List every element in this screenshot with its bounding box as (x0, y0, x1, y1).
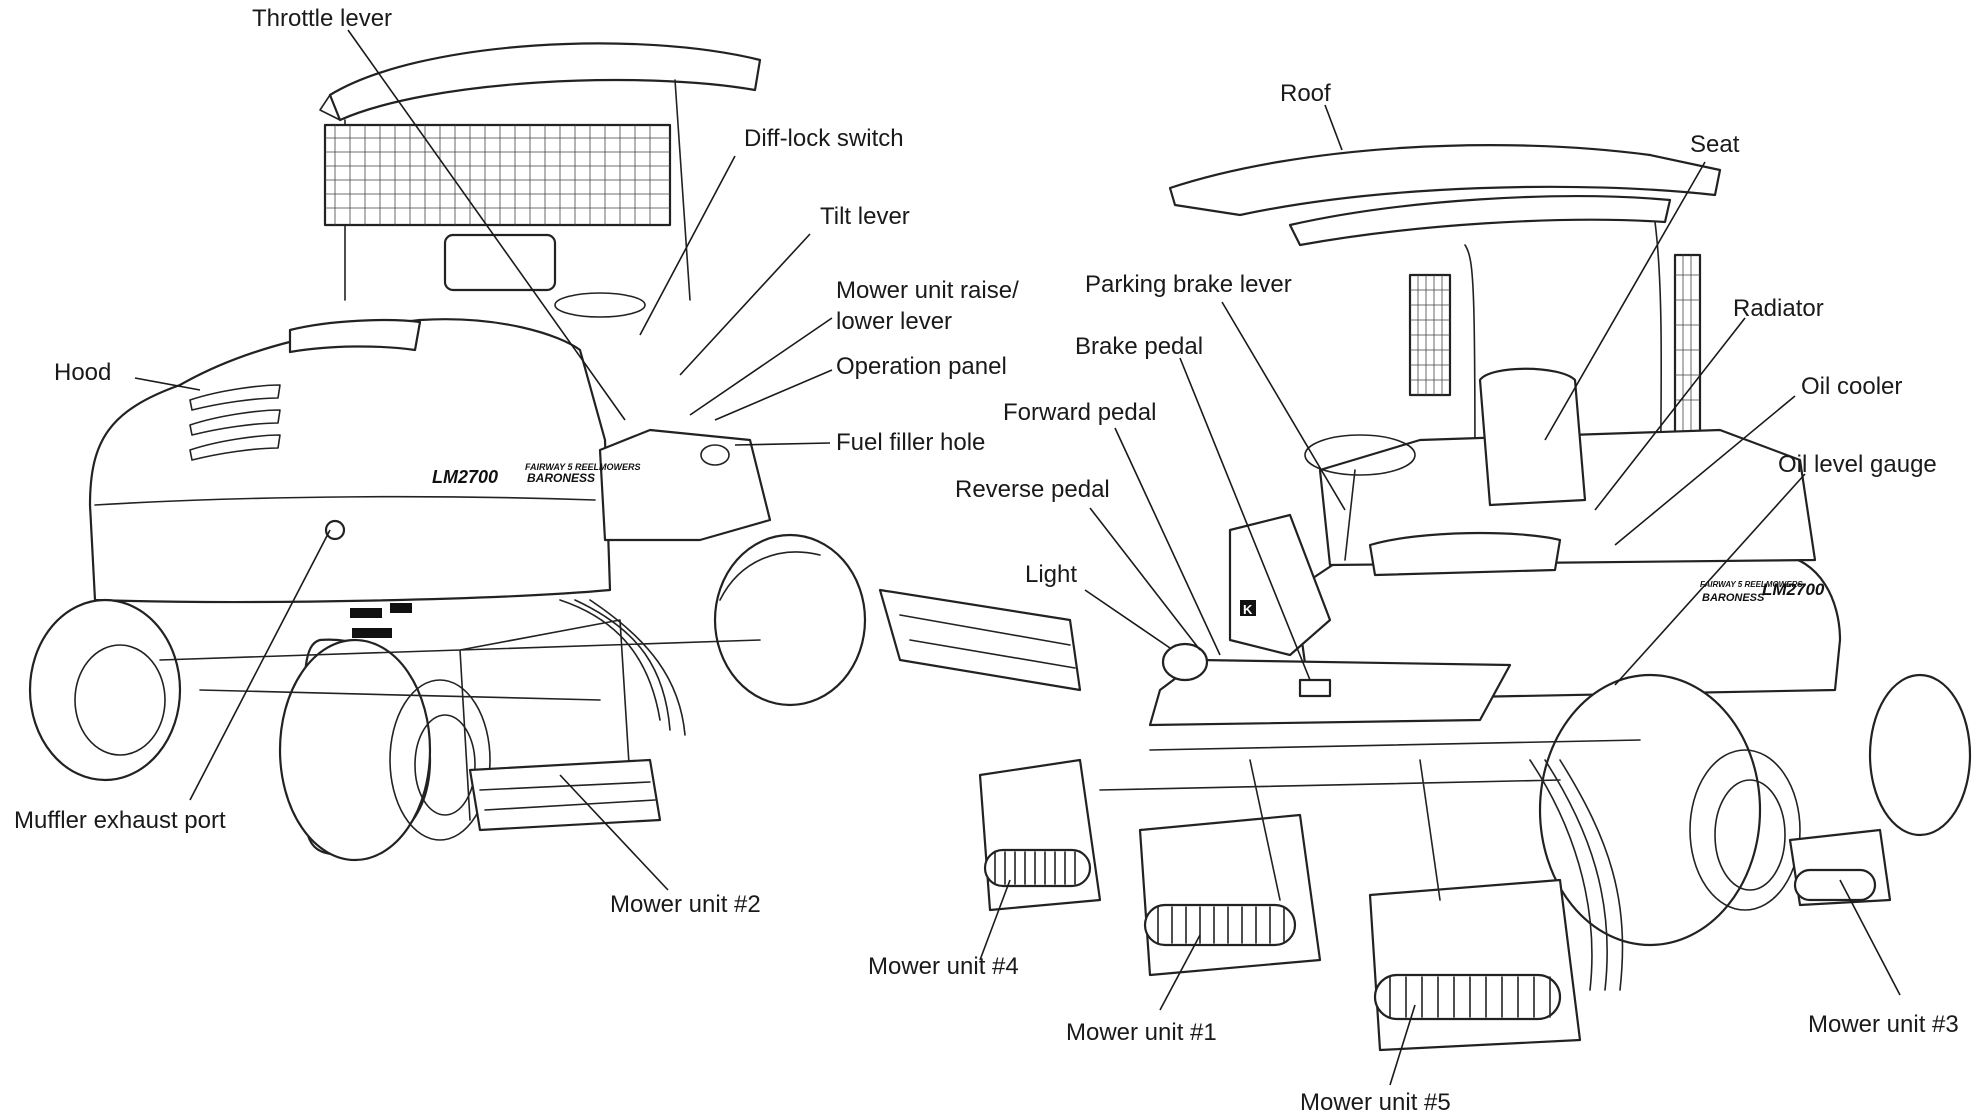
label-forward-pedal: Forward pedal (1003, 399, 1157, 426)
label-mower-unit-2: Mower unit #2 (610, 891, 761, 918)
label-mower-raise-lower-line2: lower lever (836, 308, 953, 335)
badge-decal: K (1243, 602, 1253, 617)
right-model-decal: LM2700 (1762, 580, 1825, 599)
label-muffler-exhaust-port: Muffler exhaust port (14, 807, 226, 834)
label-operation-panel: Operation panel (836, 353, 1007, 380)
label-roof: Roof (1280, 80, 1331, 107)
label-mower-unit-1: Mower unit #1 (1066, 1019, 1217, 1046)
label-parking-brake-lever: Parking brake lever (1085, 271, 1292, 298)
label-oil-cooler: Oil cooler (1801, 373, 1903, 400)
left-mower-drawing: LM2700 FAIRWAY 5 REELMOWERS BARONESS (28, 42, 1082, 862)
label-reverse-pedal: Reverse pedal (955, 476, 1110, 503)
label-light: Light (1025, 561, 1078, 588)
label-throttle-lever: Throttle lever (252, 5, 393, 32)
label-mower-unit-3: Mower unit #3 (1808, 1011, 1959, 1038)
label-fuel-filler-hole: Fuel filler hole (836, 429, 986, 456)
label-tilt-lever: Tilt lever (820, 203, 910, 230)
label-diff-lock-switch: Diff-lock switch (744, 125, 904, 152)
label-hood: Hood (54, 359, 112, 386)
left-model-decal: LM2700 (432, 467, 498, 487)
left-series-decal: FAIRWAY 5 REELMOWERS (525, 462, 641, 472)
label-radiator: Radiator (1733, 295, 1824, 322)
label-mower-unit-5: Mower unit #5 (1300, 1089, 1451, 1116)
label-mower-raise-lower-line1: Mower unit raise/ (836, 277, 1019, 304)
label-seat: Seat (1690, 131, 1740, 158)
label-mower-unit-4: Mower unit #4 (868, 953, 1019, 980)
right-series-decal: FAIRWAY 5 REELMOWERS (1700, 580, 1803, 589)
right-brand-decal: BARONESS (1702, 592, 1765, 604)
leader-lines (134, 29, 1901, 1086)
left-brand-decal: BARONESS (527, 471, 595, 485)
label-brake-pedal: Brake pedal (1075, 333, 1204, 360)
label-oil-level-gauge: Oil level gauge (1778, 451, 1937, 478)
